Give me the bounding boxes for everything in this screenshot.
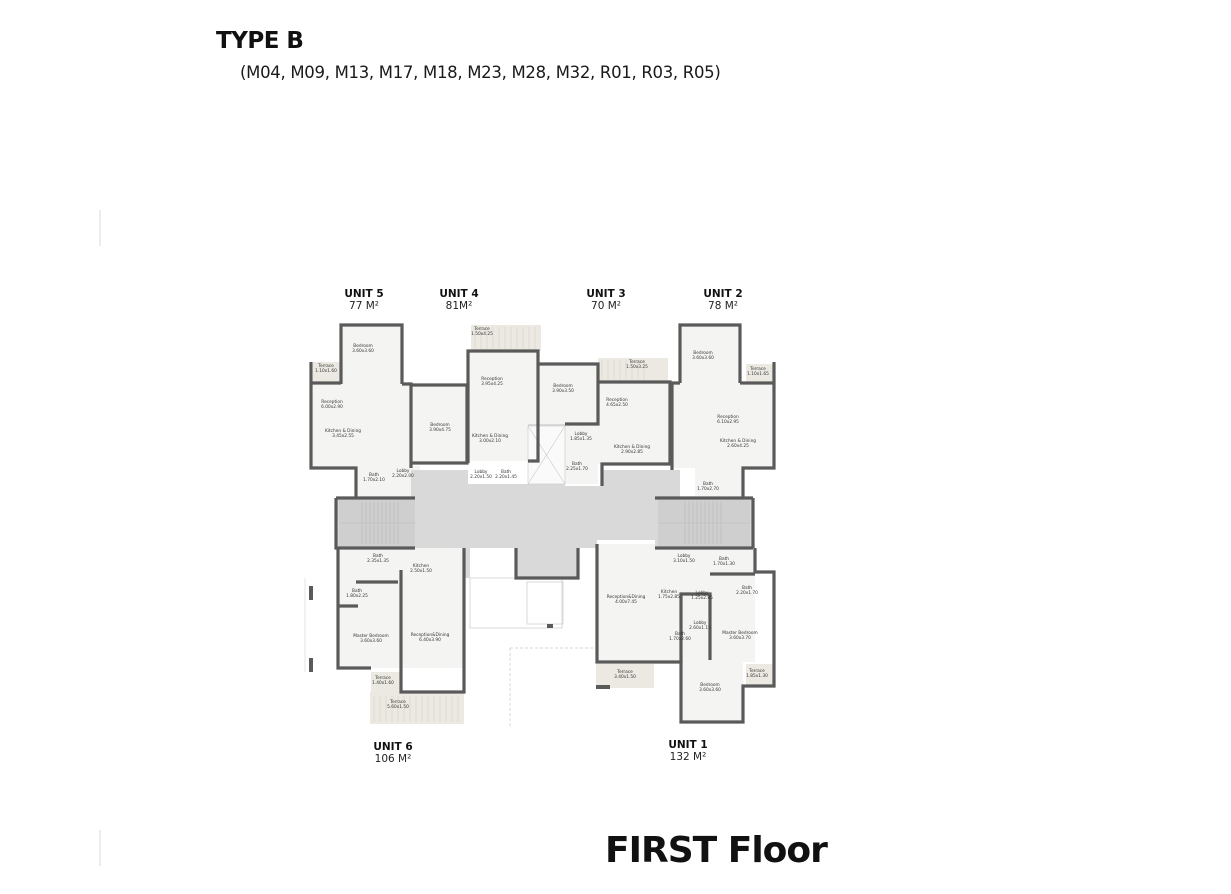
unit-name: UNIT 3 <box>586 288 626 300</box>
unit-name: UNIT 2 <box>703 288 743 300</box>
unit-area: 132 M² <box>669 751 707 763</box>
unit-area: 78 M² <box>708 300 738 312</box>
walls <box>309 323 776 724</box>
unit-name: UNIT 5 <box>344 288 384 300</box>
applicable-buildings-list: (M04, M09, M13, M17, M18, M23, M28, M32,… <box>240 63 721 82</box>
unit-2-label: UNIT 2 78 M² <box>678 288 768 312</box>
unit-area: 77 M² <box>349 300 379 312</box>
plan-type-title: TYPE B <box>216 28 304 54</box>
floor-label: FIRST Floor <box>605 830 828 871</box>
podium-outline <box>469 577 595 726</box>
unit-4-label: UNIT 4 81M² <box>414 288 504 312</box>
page-edge-mark-top <box>99 210 101 246</box>
terraces <box>313 325 774 724</box>
common-corridor <box>336 424 753 578</box>
unit-area: 81M² <box>445 300 473 312</box>
unit-area: 70 M² <box>591 300 621 312</box>
unit-name: UNIT 6 <box>373 741 413 753</box>
lift-shaft <box>527 425 566 485</box>
unit-name: UNIT 1 <box>668 739 708 751</box>
unit-3-label: UNIT 3 70 M² <box>561 288 651 312</box>
window-posts <box>309 586 610 689</box>
unit-area: 106 M² <box>374 753 412 765</box>
unit-name: UNIT 4 <box>439 288 479 300</box>
unit-6-label: UNIT 6 106 M² <box>348 741 438 765</box>
room-floors <box>311 325 774 722</box>
unit-1-label: UNIT 1 132 M² <box>643 739 733 763</box>
page-edge-mark-bottom <box>99 830 101 866</box>
unit-5-label: UNIT 5 77 M² <box>319 288 409 312</box>
